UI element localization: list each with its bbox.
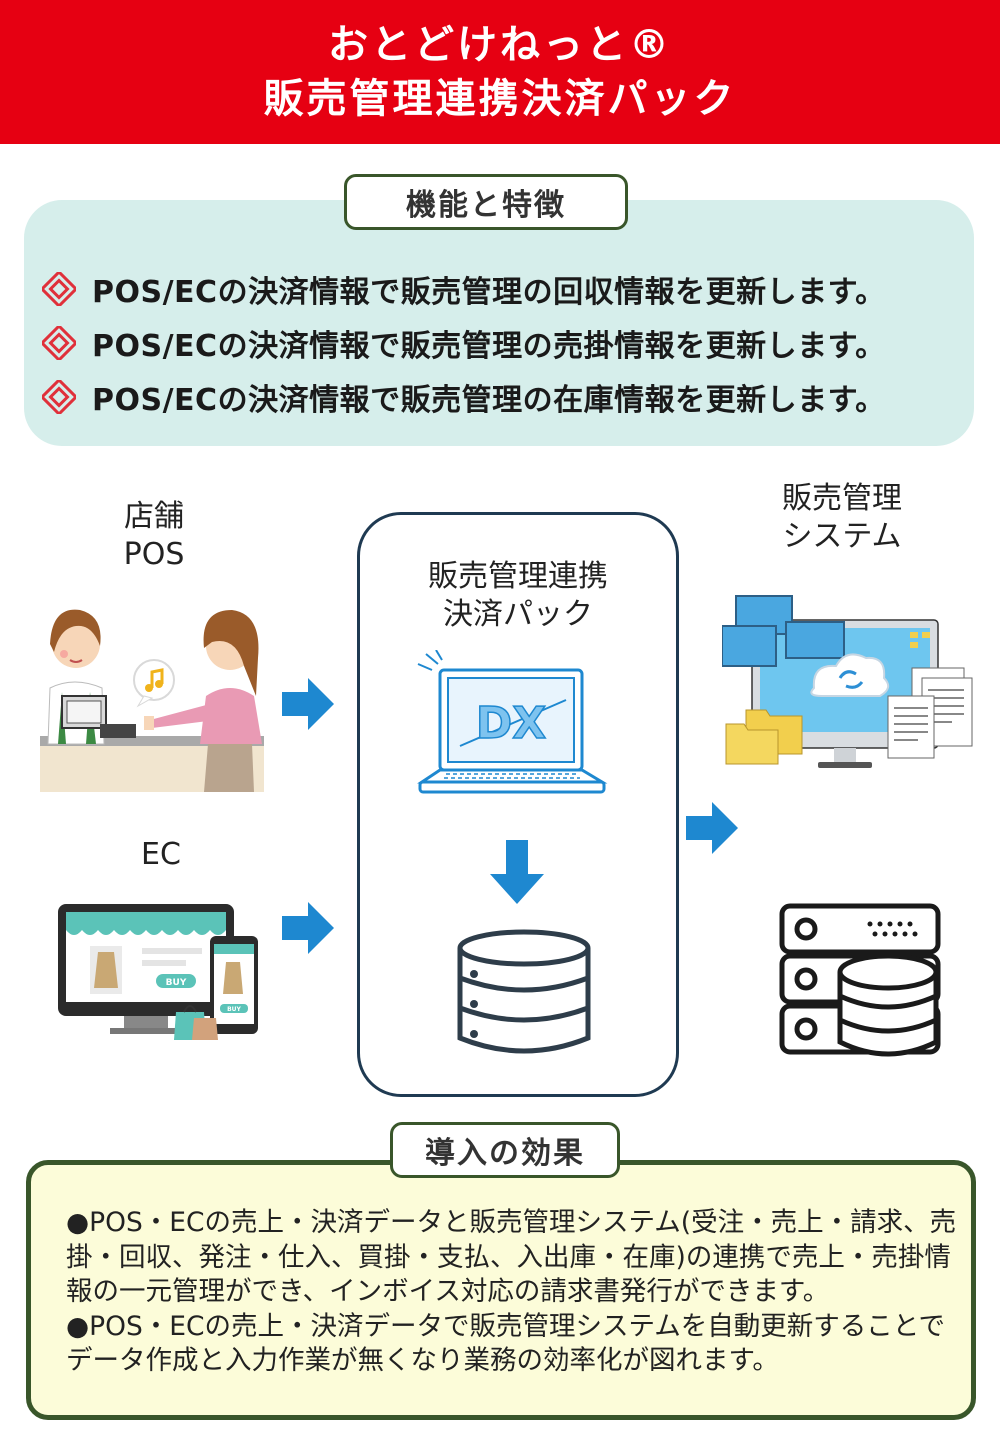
- diamond-bullet-icon: [42, 326, 76, 360]
- features-panel: [24, 200, 974, 446]
- effects-text: ●POS・ECの売上・決済データと販売管理システム(受注・売上・請求、売掛・回収…: [66, 1206, 966, 1379]
- buy-button-text: BUY: [166, 978, 187, 988]
- center-package-frame: [357, 512, 679, 1097]
- diamond-bullet-icon: [42, 272, 76, 306]
- feature-item: POS/ECの決済情報で販売管理の在庫情報を更新します。: [42, 370, 886, 424]
- system-label-line-1: 販売管理: [782, 481, 902, 516]
- effect-paragraph: ●POS・ECの売上・決済データと販売管理システム(受注・売上・請求、売掛・回収…: [66, 1207, 957, 1307]
- buy-button-text-phone: BUY: [227, 1006, 241, 1013]
- system-label-line-2: システム: [782, 519, 902, 554]
- dx-screen-text: DX: [476, 698, 547, 749]
- right-arrow-icon: [686, 802, 738, 854]
- effects-panel: [26, 1160, 976, 1420]
- feature-item: POS/ECの決済情報で販売管理の回収情報を更新します。: [42, 262, 886, 316]
- center-label-line-1: 販売管理連携: [428, 559, 608, 594]
- down-arrow-icon: [490, 840, 544, 904]
- feature-text: POS/ECの決済情報で販売管理の売掛情報を更新します。: [92, 329, 886, 364]
- center-label: 販売管理連携 決済パック: [357, 558, 679, 634]
- feature-text: POS/ECの決済情報で販売管理の在庫情報を更新します。: [92, 383, 886, 418]
- title-line-1: おとどけねっと®: [328, 22, 672, 68]
- laptop-dx-icon: DX: [417, 650, 608, 794]
- pos-label-line-1: 店舗: [124, 499, 184, 534]
- effect-paragraph: ●POS・ECの売上・決済データで販売管理システムを自動更新することでデータ作成…: [66, 1310, 945, 1377]
- title-banner: おとどけねっと® 販売管理連携決済パック: [0, 0, 1000, 144]
- features-heading: 機能と特徴: [344, 174, 628, 230]
- feature-text: POS/ECの決済情報で販売管理の回収情報を更新します。: [92, 275, 886, 310]
- ec-label: EC: [141, 837, 181, 872]
- title-line-2: 販売管理連携決済パック: [263, 76, 737, 122]
- effects-heading: 導入の効果: [390, 1122, 620, 1178]
- server-database-icon: [779, 903, 941, 1057]
- pos-label-line-2: POS: [123, 537, 185, 572]
- store-pos-illustration: [40, 609, 264, 792]
- sales-system-computer-illustration: [722, 595, 973, 768]
- diamond-bullet-icon: [42, 380, 76, 414]
- database-icon: [457, 929, 591, 1054]
- right-arrow-icon: [282, 902, 334, 954]
- right-arrow-icon: [282, 678, 334, 730]
- feature-item: POS/ECの決済情報で販売管理の売掛情報を更新します。: [42, 316, 886, 370]
- center-label-line-2: 決済パック: [443, 597, 593, 632]
- system-label: 販売管理 システム: [752, 480, 932, 556]
- ec-shop-illustration: BUY BUY: [58, 904, 258, 1040]
- features-list: POS/ECの決済情報で販売管理の回収情報を更新します。 POS/ECの決済情報…: [42, 262, 886, 424]
- pos-label: 店舗 POS: [94, 498, 214, 574]
